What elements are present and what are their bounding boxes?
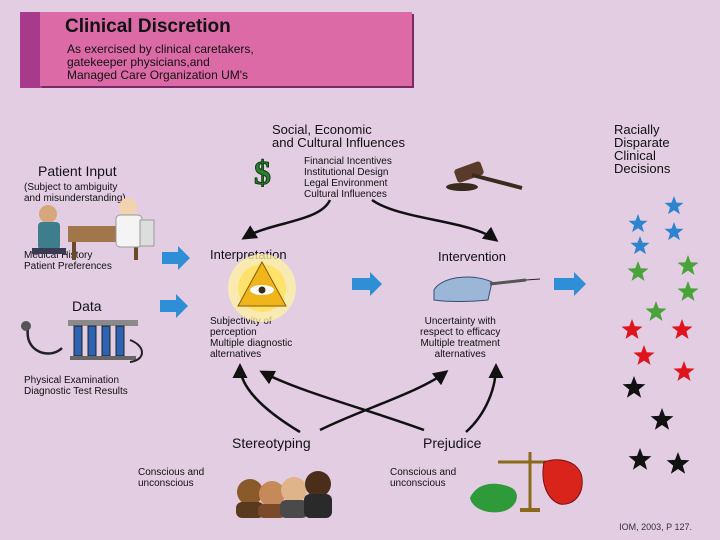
black-star-icon [628,448,652,470]
stethoscope-test-tubes-illustration [21,320,143,363]
stereotyping-heading: Stereotyping [232,435,311,451]
prejudice-items: Conscious and unconscious [390,467,457,489]
doctor-patient-illustration [32,198,155,260]
disparity-stars [621,196,699,474]
black-star-icon [622,376,646,398]
arrow-interpretation-to-intervention [352,272,382,296]
arrow-intervention-to-decisions [554,272,586,296]
red-star-icon [621,319,643,339]
svg-text:$: $ [254,155,271,192]
patient-input-heading: Patient Input [38,163,117,179]
arrow-patient-to-interpretation [162,246,190,270]
arrow-prejudice-to-intervention [465,363,504,433]
patient-input-items: Medical History Patient Preferences [24,250,112,272]
title-panel [40,12,412,86]
data-items: Physical Examination Diagnostic Test Res… [24,375,128,397]
page-subtitle: As exercised by clinical caretakers, gat… [67,42,254,82]
green-star-icon [677,281,699,301]
black-star-icon [650,408,674,430]
blue-star-icon [664,196,684,215]
arrow-stereotyping-to-interpretation [232,363,301,434]
green-star-icon [677,255,699,275]
page-title: Clinical Discretion [65,16,231,37]
blue-star-icon [664,222,684,241]
dollar-icon: $ [254,155,272,193]
blue-star-icon [630,236,650,255]
arrow-data-to-interpretation [160,294,188,318]
data-heading: Data [72,298,102,314]
intervention-heading: Intervention [438,249,506,264]
stereotyping-items: Conscious and unconscious [138,467,205,489]
influence-arrows [232,198,504,434]
arrow-social-to-interpretation [241,199,332,240]
red-star-icon [633,345,655,365]
intervention-items: Uncertainty with respect to efficacy Mul… [420,316,501,360]
patient-input-note: (Subject to ambiguity and misunderstandi… [24,182,126,204]
flow-arrows [160,246,586,318]
arrow-social-to-intervention [371,198,499,242]
group-of-people-illustration [236,471,332,518]
prejudice-heading: Prejudice [423,435,482,451]
hand-syringe-icon [433,276,541,302]
red-star-icon [673,361,695,381]
social-influences-heading: Social, Economic and Cultural Influences [272,122,405,150]
citation: IOM, 2003, P 127. [619,522,692,532]
green-star-icon [645,301,667,321]
racially-disparate-heading: Racially Disparate Clinical Decisions [614,122,671,176]
scale-world-map-illustration [470,452,583,513]
arrow-prejudice-to-interpretation [259,370,425,432]
arrow-stereotyping-to-intervention [319,370,449,432]
red-star-icon [671,319,693,339]
blue-star-icon [628,214,648,233]
gavel-icon [446,161,523,191]
social-influences-items: Financial Incentives Institutional Desig… [304,156,392,200]
green-star-icon [627,261,649,281]
black-star-icon [666,452,690,474]
eye-pyramid-icon [228,254,296,322]
